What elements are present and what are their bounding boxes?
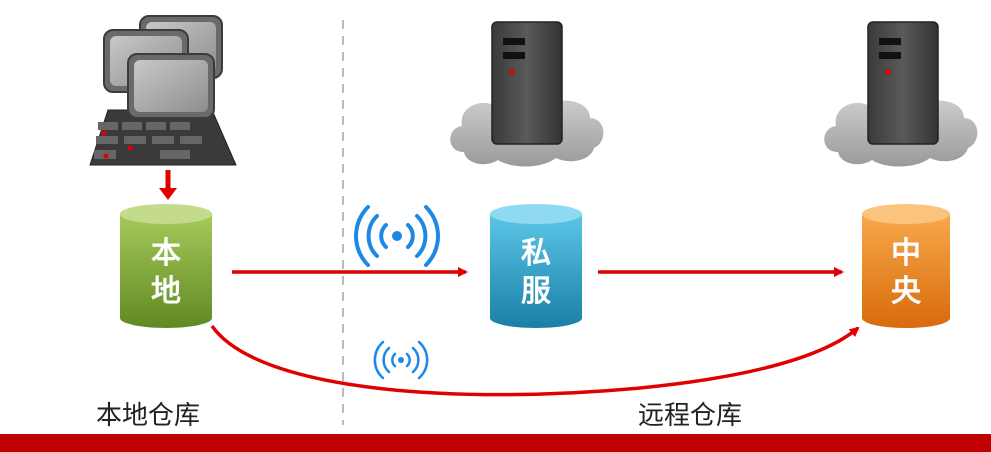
- local-commit-arrow-head: [159, 188, 177, 200]
- remote-repository-section-label: 远程仓库: [638, 401, 743, 431]
- central-node-label-1: 中: [891, 236, 921, 271]
- private-node-label-2: 服: [521, 274, 552, 309]
- private-server-node: 私 服: [490, 204, 582, 328]
- diagram-canvas: 本 地 私 服 中 央: [89, 15, 978, 425]
- central-node-label-2: 央: [891, 274, 922, 309]
- arrow-local-to-central: [210, 324, 860, 397]
- local-node-label-2: 地: [151, 274, 181, 309]
- local-node-label-1: 本: [151, 236, 181, 271]
- wireless-icon: [373, 340, 429, 380]
- computers-icon: [89, 15, 237, 166]
- local-repository-section-label: 本地仓库: [96, 401, 201, 431]
- server-icon: [867, 21, 939, 145]
- server-icon: [491, 21, 563, 145]
- footer-bar: [0, 434, 991, 452]
- private-node-label-1: 私: [521, 236, 551, 271]
- central-repository-node: 中 央: [862, 204, 950, 328]
- wireless-icon: [354, 205, 440, 267]
- local-repository-node: 本 地: [120, 204, 212, 328]
